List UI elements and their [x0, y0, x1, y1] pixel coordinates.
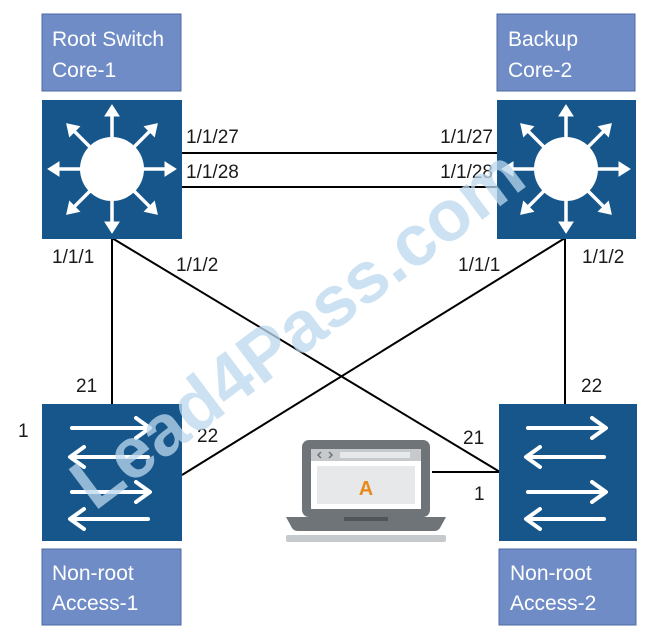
- core2-caption: Backup Core-2: [496, 13, 636, 92]
- core2-switch[interactable]: [497, 100, 636, 239]
- port-access1-22: 22: [197, 426, 218, 447]
- access1-caption: Non-root Access-1: [41, 548, 182, 626]
- client-label: A: [359, 478, 373, 500]
- laptop-client-a[interactable]: A: [286, 440, 446, 542]
- port-core2-top: 1/1/27: [440, 127, 493, 148]
- access1-caption-line1: Non-root: [52, 562, 134, 585]
- port-core1-1-1-1: 1/1/1: [52, 247, 94, 268]
- core1-caption-line1: Root Switch: [52, 28, 164, 51]
- links: [111, 152, 566, 476]
- core1-caption: Root Switch Core-1: [41, 13, 182, 92]
- layer3-switch-icon: [501, 104, 631, 234]
- port-core1-bottom: 1/1/28: [186, 162, 239, 183]
- port-access1-21: 21: [76, 376, 97, 397]
- link-core2-access1: [181, 237, 566, 476]
- port-access2-22: 22: [581, 376, 602, 397]
- layer3-switch-icon: [47, 104, 177, 234]
- access2-caption: Non-root Access-2: [498, 548, 637, 626]
- port-core2-1-1-2: 1/1/2: [582, 247, 624, 268]
- port-access1-1: 1: [18, 421, 29, 442]
- access2-caption-line2: Access-2: [510, 592, 596, 615]
- port-core2-bottom: 1/1/28: [440, 162, 493, 183]
- core1-caption-line2: Core-1: [52, 59, 116, 82]
- laptop-icon: [286, 440, 446, 542]
- port-core1-1-1-2: 1/1/2: [176, 255, 218, 276]
- port-access2-21: 21: [463, 428, 484, 449]
- core2-caption-line1: Backup: [508, 28, 578, 51]
- access1-caption-line2: Access-1: [52, 592, 138, 615]
- port-access2-1: 1: [474, 484, 485, 505]
- access1-switch[interactable]: [42, 404, 182, 541]
- link-core1-access2: [111, 237, 501, 473]
- layer2-switch-icon: [68, 416, 152, 531]
- port-core2-1-1-1: 1/1/1: [458, 255, 500, 276]
- access2-switch[interactable]: [499, 404, 637, 541]
- access2-caption-line1: Non-root: [510, 562, 592, 585]
- layer2-switch-icon: [524, 416, 608, 531]
- core2-caption-line2: Core-2: [508, 59, 572, 82]
- port-labels: 1/1/27 1/1/28 1/1/27 1/1/28 1/1/1 1/1/2 …: [18, 127, 624, 505]
- core1-switch[interactable]: [42, 100, 182, 239]
- port-core1-top: 1/1/27: [186, 127, 239, 148]
